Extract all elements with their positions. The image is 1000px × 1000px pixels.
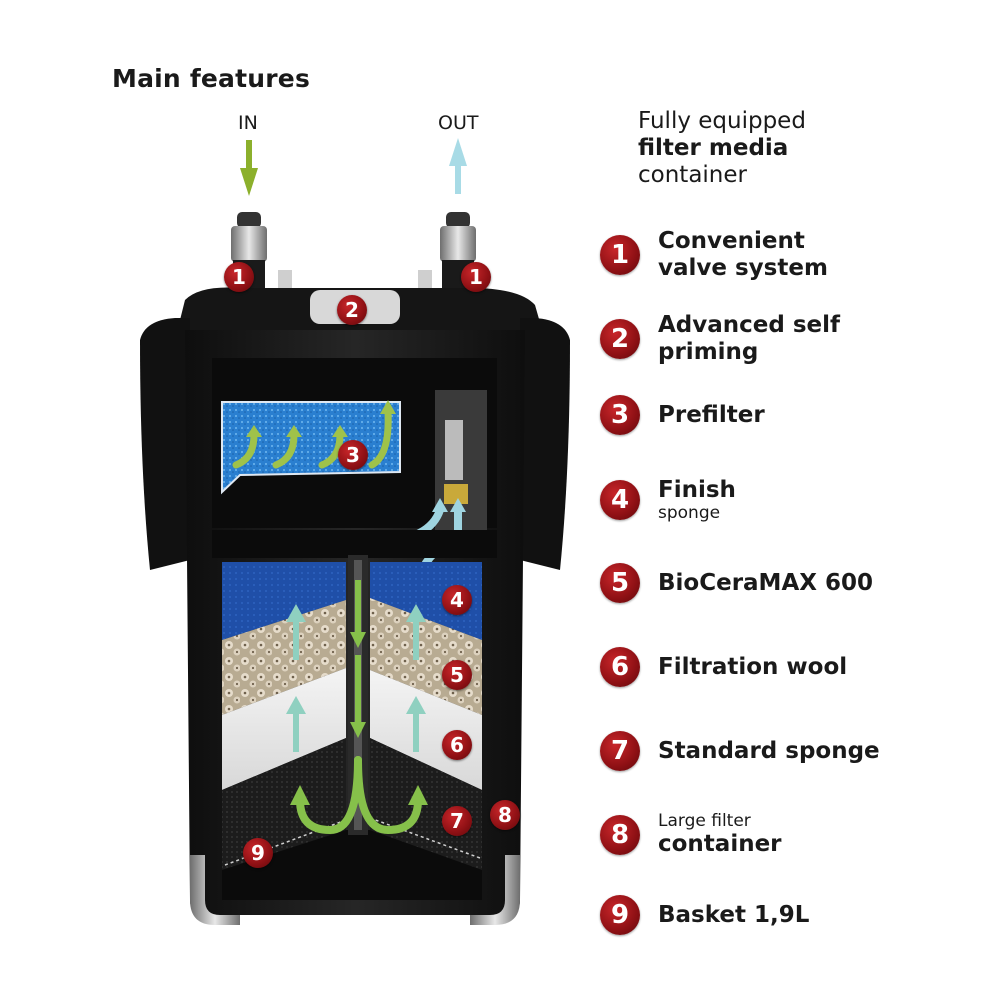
number-badge: 9 (600, 895, 640, 935)
marker-3: 3 (338, 440, 368, 470)
feature-7: 7 Standard sponge (600, 731, 880, 771)
marker-2: 2 (337, 295, 367, 325)
feature-label: Filtration wool (658, 653, 848, 680)
number-badge: 1 (600, 235, 640, 275)
feature-9: 9 Basket 1,9L (600, 895, 809, 935)
marker-4: 4 (442, 585, 472, 615)
feature-label-2: valve system (658, 255, 828, 281)
feature-label: container (658, 831, 782, 857)
in-arrow-icon (240, 140, 258, 196)
marker-8: 8 (490, 800, 520, 830)
feature-sublabel: Large filter (658, 811, 751, 831)
number-badge: 2 (600, 319, 640, 359)
feature-label: Basket 1,9L (658, 901, 810, 928)
subtitle-line1: Fully equipped (638, 108, 806, 134)
number-badge: 8 (600, 815, 640, 855)
marker-1-in: 1 (224, 262, 254, 292)
page-title: Main features (112, 64, 311, 93)
marker-9: 9 (243, 838, 273, 868)
number-badge: 5 (600, 563, 640, 603)
subtitle: Fully equipped filter media container (638, 108, 806, 189)
number-badge: 6 (600, 647, 640, 687)
marker-5: 5 (442, 660, 472, 690)
marker-7: 7 (442, 806, 472, 836)
feature-sublabel: sponge (658, 503, 721, 523)
feature-label: Advanced self (658, 312, 841, 338)
subtitle-line3: container (638, 162, 747, 188)
subtitle-line2: filter media (638, 135, 789, 161)
feature-label: BioCeraMAX 600 (658, 569, 873, 596)
out-arrow-icon (449, 138, 467, 194)
feature-6: 6 Filtration wool (600, 647, 847, 687)
number-badge: 4 (600, 480, 640, 520)
marker-6: 6 (442, 730, 472, 760)
marker-1-out: 1 (461, 262, 491, 292)
in-label: IN (238, 112, 258, 134)
feature-label-2: priming (658, 339, 759, 365)
number-badge: 7 (600, 731, 640, 771)
number-badge: 3 (600, 395, 640, 435)
feature-3: 3 Prefilter (600, 395, 765, 435)
out-label: OUT (438, 112, 479, 134)
feature-label: Prefilter (658, 401, 765, 428)
feature-label: Standard sponge (658, 737, 880, 764)
feature-5: 5 BioCeraMAX 600 (600, 563, 873, 603)
feature-label: Convenient (658, 228, 805, 254)
feature-label: Finish (658, 477, 736, 503)
